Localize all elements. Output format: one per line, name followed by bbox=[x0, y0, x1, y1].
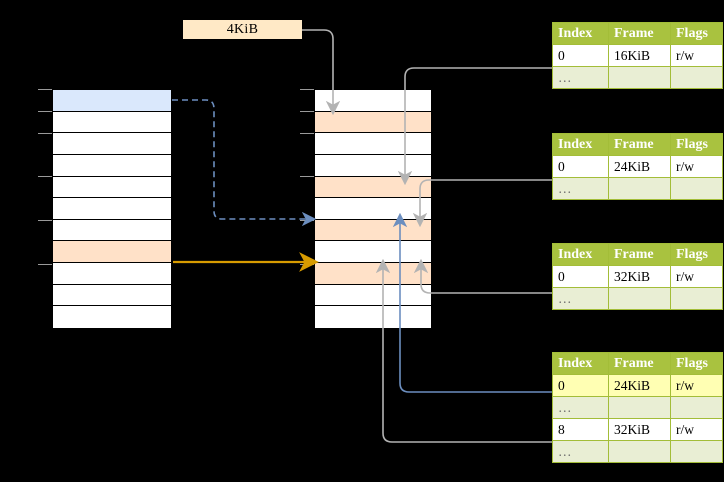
physical-row-row-5 bbox=[315, 198, 431, 220]
page-table-4: Index Frame Flags 0 24KiB r/w … 8 32KiB … bbox=[552, 352, 723, 463]
table-2-r0-flags: r/w bbox=[670, 155, 723, 178]
table-2-r1-index: … bbox=[552, 177, 609, 200]
table-2-r0-index: 0 bbox=[552, 155, 609, 178]
table-4-r1-index: … bbox=[552, 396, 609, 419]
table-3-r1-frame bbox=[608, 287, 671, 310]
physical-row-row-3 bbox=[315, 154, 431, 177]
table-3-r0-index: 0 bbox=[552, 265, 609, 288]
table-2-header-frame: Frame bbox=[608, 133, 671, 156]
table-2-r1-flags bbox=[670, 177, 723, 200]
tick-mark bbox=[38, 132, 52, 134]
tick-mark bbox=[300, 89, 314, 90]
tick-mark bbox=[300, 219, 314, 221]
tick-mark bbox=[300, 132, 314, 134]
virtual-row-row-0 bbox=[53, 90, 171, 112]
tick-mark bbox=[38, 263, 52, 265]
table-1-r0-frame: 16KiB bbox=[608, 44, 671, 67]
table-3-r0-frame: 32KiB bbox=[608, 265, 671, 288]
page-table-1: Index Frame Flags 0 16KiB r/w … bbox=[552, 22, 723, 89]
connector-virtual-to-physical-dashed bbox=[172, 99, 317, 227]
virtual-row-row-4 bbox=[53, 176, 171, 199]
table-4-r1-frame bbox=[608, 396, 671, 419]
table-row: … bbox=[552, 396, 723, 419]
physical-row-row-9 bbox=[315, 284, 431, 307]
connector-table2-to-frame bbox=[412, 179, 552, 228]
tick-mark bbox=[38, 89, 52, 90]
table-2-r0-frame: 24KiB bbox=[608, 155, 671, 178]
table-1-r1-flags bbox=[670, 66, 723, 89]
physical-row-row-0 bbox=[315, 90, 431, 112]
table-1-r0-index: 0 bbox=[552, 44, 609, 67]
virtual-row-row-3 bbox=[53, 154, 171, 177]
table-row: … bbox=[552, 66, 723, 89]
table-1-header-flags: Flags bbox=[670, 22, 723, 45]
table-3-r1-flags bbox=[670, 287, 723, 310]
table-row: 0 16KiB r/w bbox=[552, 44, 723, 67]
table-row: … bbox=[552, 440, 723, 463]
physical-row-row-1 bbox=[315, 111, 431, 134]
table-4-header-index: Index bbox=[552, 352, 609, 375]
table-1-header-index: Index bbox=[552, 22, 609, 45]
table-4-r3-index: … bbox=[552, 440, 609, 463]
physical-row-row-7 bbox=[315, 241, 431, 263]
physical-row-row-6 bbox=[315, 219, 431, 242]
tick-mark bbox=[300, 110, 314, 112]
virtual-row-row-6 bbox=[53, 219, 171, 242]
table-4-r3-frame bbox=[608, 440, 671, 463]
virtual-row-row-2 bbox=[53, 133, 171, 155]
physical-row-row-4 bbox=[315, 176, 431, 199]
table-row: 0 24KiB r/w bbox=[552, 374, 723, 397]
virtual-row-row-10 bbox=[53, 306, 171, 328]
table-1-header-frame: Frame bbox=[608, 22, 671, 45]
table-4-r1-flags bbox=[670, 396, 723, 419]
virtual-address-space-column bbox=[52, 89, 172, 329]
virtual-row-row-1 bbox=[53, 111, 171, 134]
table-3-header-flags: Flags bbox=[670, 243, 723, 266]
table-row: 0 32KiB r/w bbox=[552, 265, 723, 288]
table-3-header-frame: Frame bbox=[608, 243, 671, 266]
tick-mark bbox=[38, 110, 52, 112]
virtual-row-row-9 bbox=[53, 284, 171, 307]
table-4-r2-flags: r/w bbox=[670, 418, 723, 441]
page-size-label: 4KiB bbox=[183, 20, 302, 39]
table-3-header-index: Index bbox=[552, 243, 609, 266]
tick-mark bbox=[38, 219, 52, 221]
virtual-row-row-8 bbox=[53, 263, 171, 285]
table-row: 0 24KiB r/w bbox=[552, 155, 723, 178]
table-row: … bbox=[552, 177, 723, 200]
table-4-r0-frame: 24KiB bbox=[608, 374, 671, 397]
page-table-3: Index Frame Flags 0 32KiB r/w … bbox=[552, 243, 723, 310]
table-2-header-index: Index bbox=[552, 133, 609, 156]
table-1-r1-frame bbox=[608, 66, 671, 89]
table-4-r0-index: 0 bbox=[552, 374, 609, 397]
tick-mark bbox=[300, 176, 314, 178]
tick-mark bbox=[300, 263, 314, 265]
table-4-r2-frame: 32KiB bbox=[608, 418, 671, 441]
table-1-r0-flags: r/w bbox=[670, 44, 723, 67]
table-row: … bbox=[552, 287, 723, 310]
virtual-row-row-7 bbox=[53, 241, 171, 263]
table-4-r3-flags bbox=[670, 440, 723, 463]
physical-memory-column bbox=[314, 89, 432, 329]
table-row: 8 32KiB r/w bbox=[552, 418, 723, 441]
table-2-header-flags: Flags bbox=[670, 133, 723, 156]
connector-table3-to-frame bbox=[413, 258, 552, 294]
page-table-2: Index Frame Flags 0 24KiB r/w … bbox=[552, 133, 723, 200]
tick-mark bbox=[38, 176, 52, 178]
table-2-r1-frame bbox=[608, 177, 671, 200]
physical-row-row-8 bbox=[315, 263, 431, 285]
table-4-header-frame: Frame bbox=[608, 352, 671, 375]
virtual-row-row-5 bbox=[53, 198, 171, 220]
table-3-r1-index: … bbox=[552, 287, 609, 310]
table-4-r0-flags: r/w bbox=[670, 374, 723, 397]
physical-row-row-10 bbox=[315, 306, 431, 328]
table-1-r1-index: … bbox=[552, 66, 609, 89]
table-4-header-flags: Flags bbox=[670, 352, 723, 375]
table-3-r0-flags: r/w bbox=[670, 265, 723, 288]
physical-row-row-2 bbox=[315, 133, 431, 155]
table-4-r2-index: 8 bbox=[552, 418, 609, 441]
